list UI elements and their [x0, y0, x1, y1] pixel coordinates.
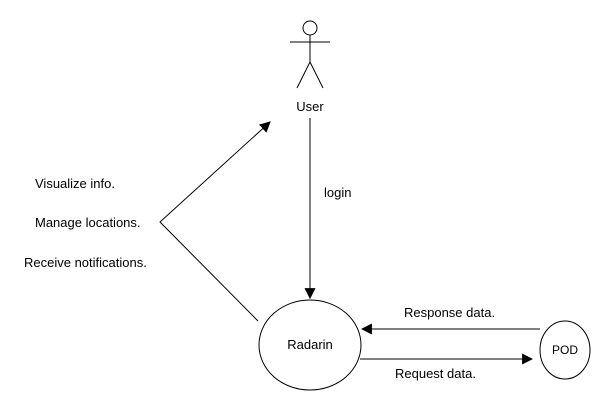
feature-manage-locations: Manage locations.	[35, 215, 141, 230]
feature-receive-notifications: Receive notifications.	[24, 255, 147, 270]
login-label: login	[324, 185, 352, 200]
user-actor-icon	[290, 20, 330, 89]
request-data-label: Request data.	[395, 366, 476, 381]
response-data-label: Response data.	[404, 305, 496, 320]
user-label: User	[296, 99, 324, 114]
radarin-node	[258, 299, 362, 391]
radarin-label: Radarin	[287, 337, 333, 352]
pod-node	[539, 320, 591, 380]
feature-visualize-info: Visualize info.	[35, 176, 115, 191]
features-bracket-line	[159, 121, 271, 322]
pod-label: POD	[551, 343, 578, 357]
